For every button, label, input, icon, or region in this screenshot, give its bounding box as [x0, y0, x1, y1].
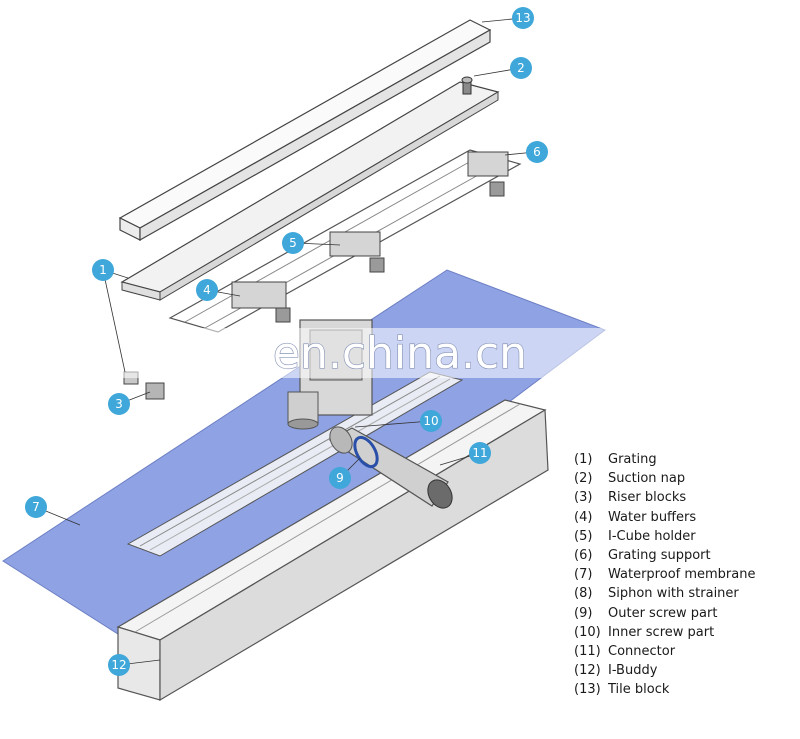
legend-label: Inner screw part — [608, 624, 715, 640]
suction-nap — [461, 76, 473, 95]
legend-number: (7) — [574, 567, 593, 583]
legend-number: (4) — [574, 509, 593, 525]
drain-channel — [126, 371, 464, 557]
legend-item-waterproof-membrane: (7) Waterproof membrane — [574, 565, 794, 584]
legend-label: Waterproof membrane — [608, 567, 756, 583]
callout-11: 11 — [469, 442, 491, 464]
legend-item-grating: (1) Grating — [574, 450, 794, 469]
legend-number: (13) — [574, 682, 601, 698]
legend-number: (9) — [574, 605, 593, 621]
legend-item-siphon-with-strainer: (8) Siphon with strainer — [574, 584, 794, 603]
callout-13: 13 — [512, 7, 534, 29]
legend-label: Tile block — [608, 682, 670, 698]
legend-number: (3) — [574, 490, 593, 506]
legend-number: (8) — [574, 586, 593, 602]
callout-3: 3 — [108, 393, 130, 415]
legend-label: I-Cube holder — [608, 528, 696, 544]
legend-number: (6) — [574, 547, 593, 563]
legend-label: I-Buddy — [608, 663, 658, 679]
legend-label: Grating — [608, 452, 657, 467]
legend-item-outer-screw-part: (9) Outer screw part — [574, 604, 794, 623]
svg-text:6: 6 — [533, 145, 541, 159]
legend-label: Water buffers — [608, 509, 697, 525]
i-buddy-base — [116, 399, 549, 702]
legend-item-suction-nap: (2) Suction nap — [574, 469, 794, 488]
legend-label: Siphon with strainer — [608, 586, 739, 602]
watermark: en.china.cn — [273, 328, 527, 379]
callout-4: 4 — [196, 279, 218, 301]
callout-7: 7 — [25, 496, 47, 518]
legend-item-i-cube-holder: (5) I-Cube holder — [574, 527, 794, 546]
grating — [120, 81, 500, 301]
legend-item-riser-blocks: (3) Riser blocks — [574, 488, 794, 507]
callout-1: 1 — [92, 259, 114, 281]
callout-2: 2 — [510, 57, 532, 79]
watermark-band — [0, 328, 800, 378]
svg-text:12: 12 — [111, 658, 126, 672]
svg-text:1: 1 — [99, 263, 107, 277]
legend-label: Riser blocks — [608, 490, 687, 506]
connector-pipe — [328, 426, 453, 509]
callout-12: 12 — [108, 654, 130, 676]
legend-number: (10) — [574, 624, 601, 640]
legend-label: Connector — [608, 643, 676, 659]
legend-number: (12) — [574, 663, 601, 679]
tile-block — [118, 19, 492, 242]
legend-item-inner-screw-part: (10) Inner screw part — [574, 623, 794, 642]
legend-label: Grating support — [608, 547, 711, 563]
legend-label: Outer screw part — [608, 605, 718, 621]
callout-5: 5 — [282, 232, 304, 254]
svg-text:11: 11 — [472, 446, 487, 460]
legend-item-tile-block: (13) Tile block — [574, 680, 794, 699]
svg-text:13: 13 — [515, 11, 530, 25]
callout-9: 9 — [329, 467, 351, 489]
legend-number: (5) — [574, 528, 593, 544]
legend-item-grating-support: (6) Grating support — [574, 546, 794, 565]
grating-support — [168, 149, 522, 333]
parts-legend: (1) Grating (2) Suction nap (3) Riser bl… — [574, 450, 794, 699]
svg-text:3: 3 — [115, 397, 123, 411]
legend-item-connector: (11) Connector — [574, 642, 794, 661]
svg-text:2: 2 — [517, 61, 525, 75]
legend-item-water-buffers: (4) Water buffers — [574, 508, 794, 527]
legend-label: Suction nap — [608, 471, 686, 487]
svg-text:7: 7 — [32, 500, 40, 514]
svg-text:9: 9 — [336, 471, 344, 485]
svg-text:10: 10 — [423, 414, 438, 428]
svg-text:4: 4 — [203, 283, 211, 297]
callout-6: 6 — [526, 141, 548, 163]
callout-10: 10 — [420, 410, 442, 432]
legend-item-i-buddy: (12) I-Buddy — [574, 661, 794, 680]
legend-number: (1) — [574, 452, 593, 467]
svg-text:5: 5 — [289, 236, 297, 250]
legend-number: (2) — [574, 471, 593, 487]
legend-number: (11) — [574, 643, 601, 659]
